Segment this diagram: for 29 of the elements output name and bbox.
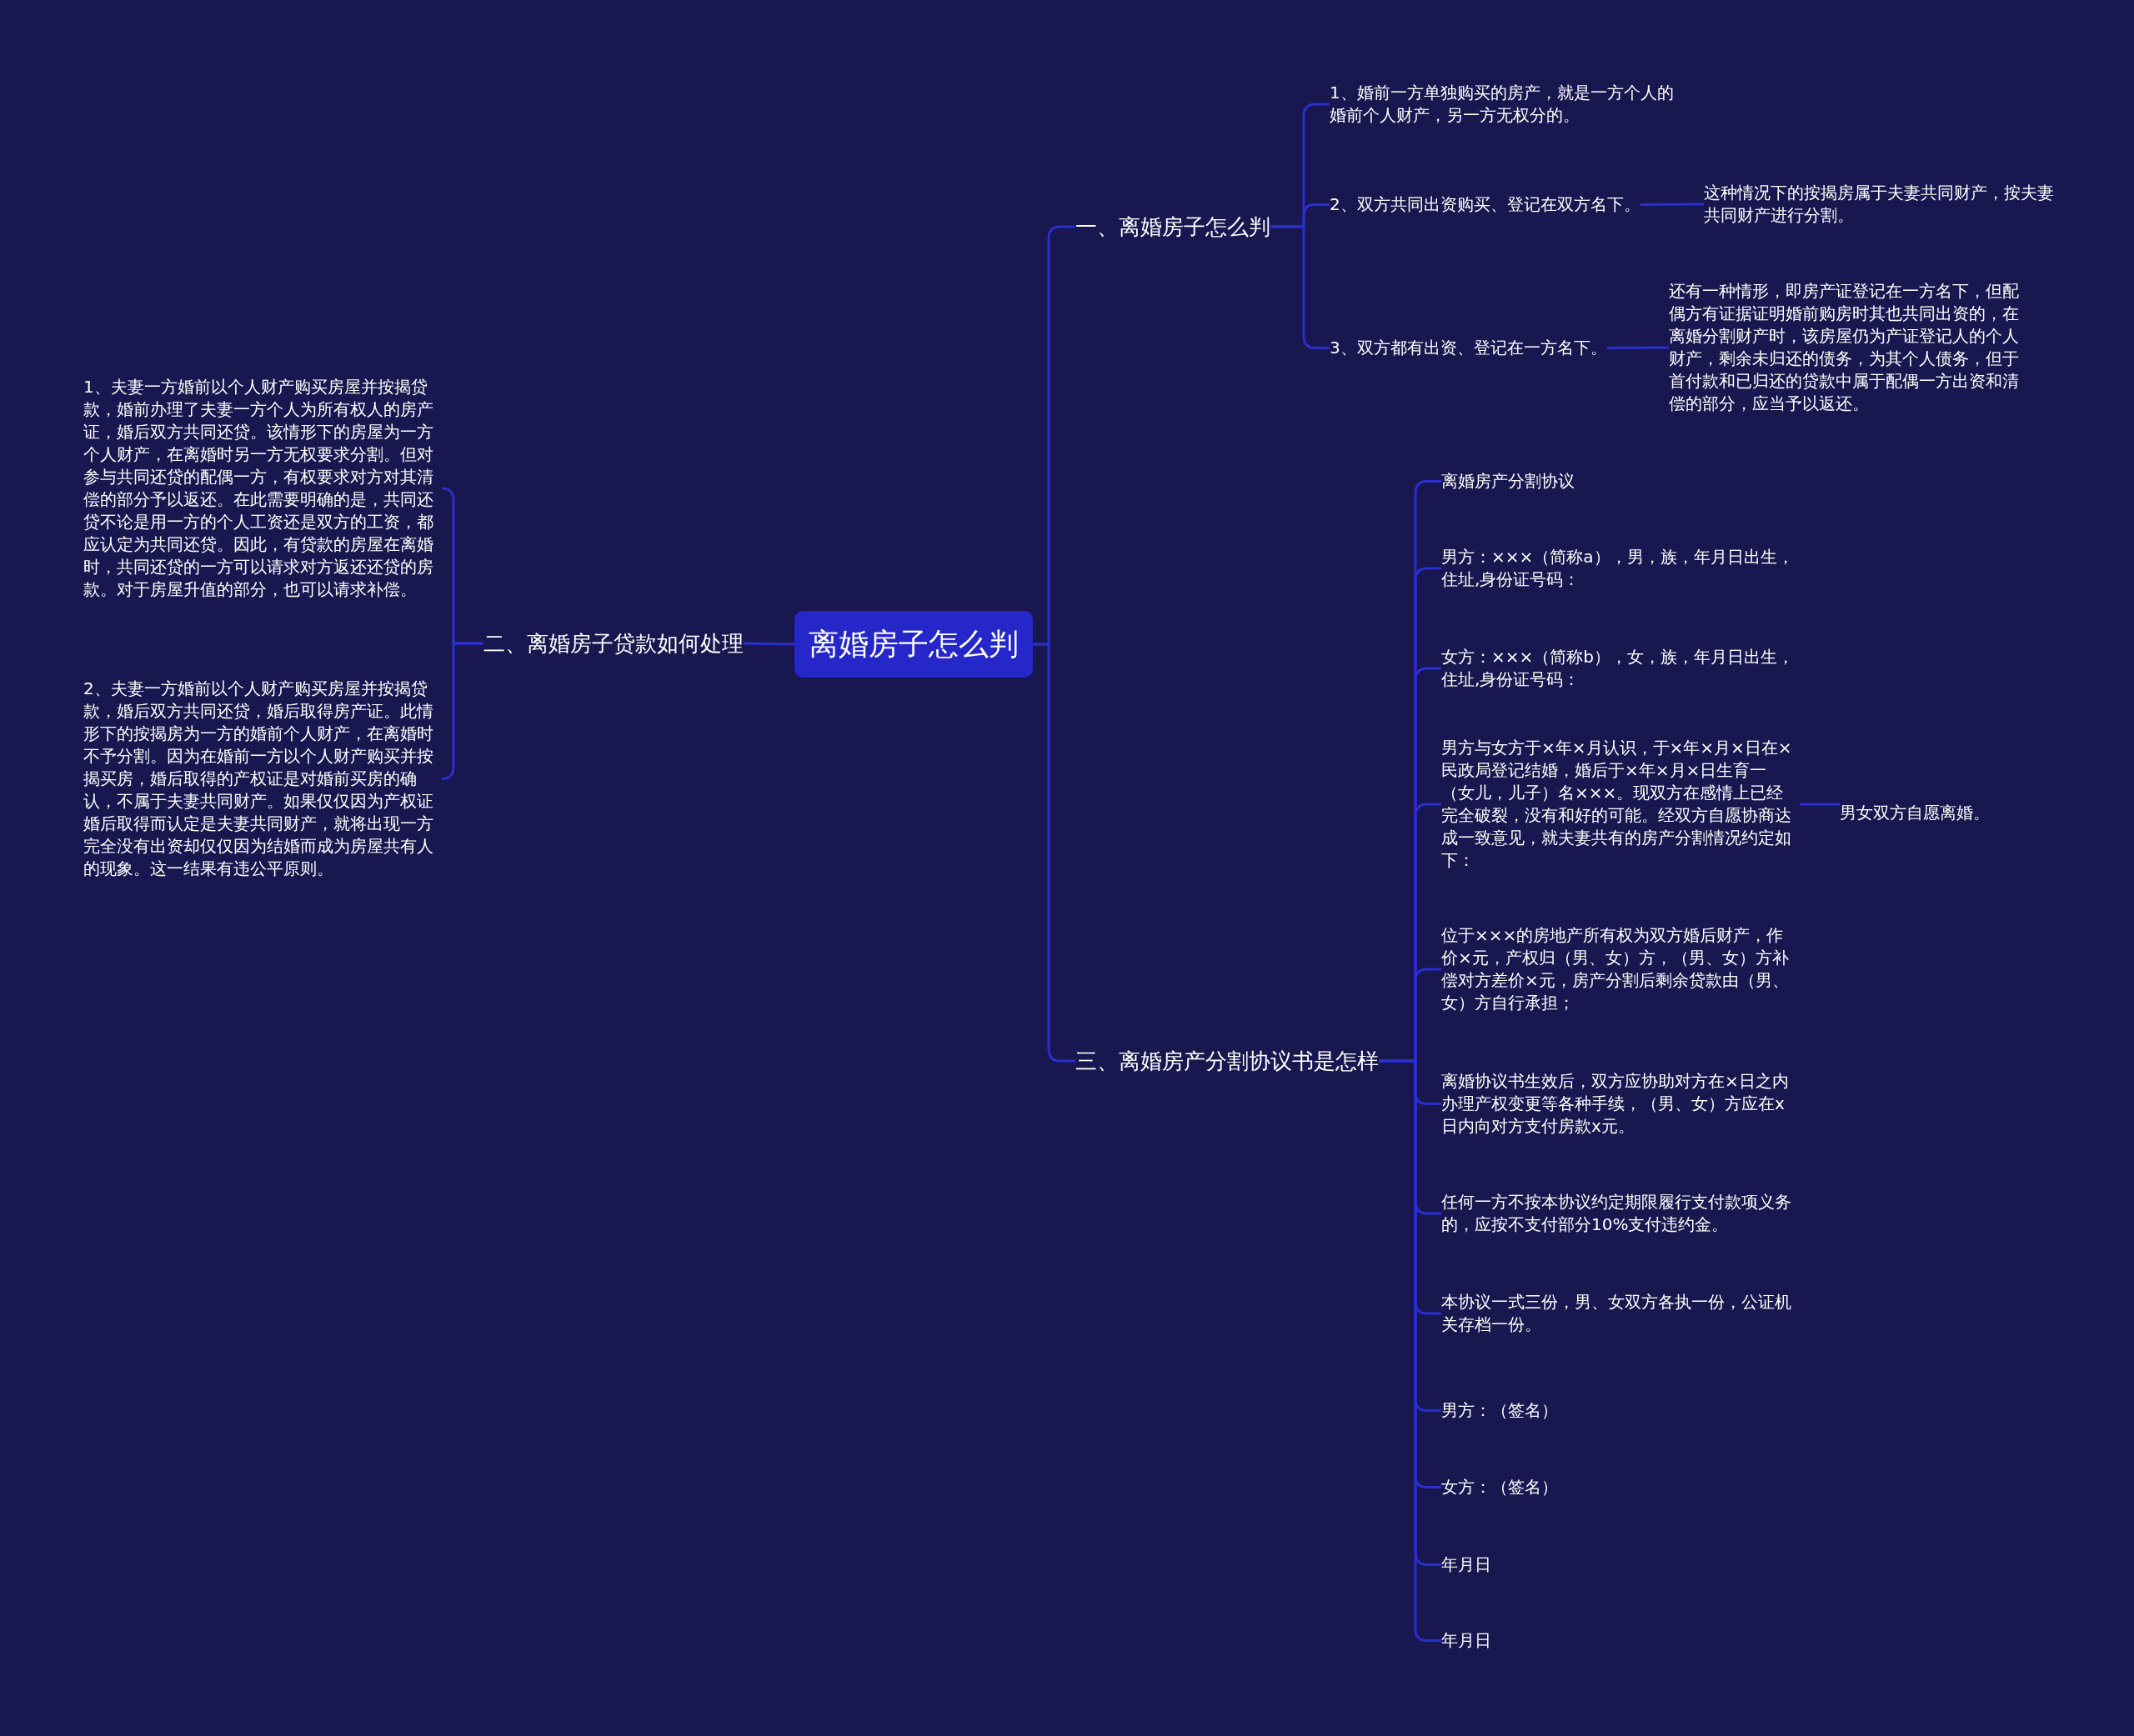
note-text: 位于×××的房地产所有权为双方婚后财产，作价×元，产权归（男、女）方，（男、女）方补偿对方差价×元，房产分割后剩余贷款由（男、女）方自行承担； xyxy=(1441,924,1800,1014)
note-text: 离婚房产分割协议 xyxy=(1441,470,1575,493)
note-text: 年月日 xyxy=(1441,1629,1491,1652)
note-text: 年月日 xyxy=(1441,1553,1491,1576)
connector-line xyxy=(440,642,483,780)
branch-heading: 一、离婚房子怎么判 xyxy=(1075,213,1270,241)
note-text: 男女双方自愿离婚。 xyxy=(1840,802,1990,824)
note-text: 2、双方共同出资购买、登记在双方名下。 xyxy=(1330,193,1641,216)
note-text: 2、夫妻一方婚前以个人财产购买房屋并按揭贷款，婚后双方共同还贷，婚后取得房产证。此情形下的按揭房为一方的婚前个人财产，在离婚时不予分割。因为在婚前一方以个人财产购买并按揭买房，婚后取得的产权证是对婚前买房的确认，不属于夫妻共同财产。如果仅仅因为产权证婚后取得而认定是夫妻共同财产，就将出现一方完全没有出资却仅仅因为结婚而成为房屋共有人的现象。这一结果有违公平原则。 xyxy=(83,678,442,880)
note-text: 任何一方不按本协议约定期限履行支付款项义务的，应按不支付部分10%支付违约金。 xyxy=(1441,1191,1800,1236)
note-text: 1、夫妻一方婚前以个人财产购买房屋并按揭贷款，婚前办理了夫妻一方个人为所有权人的房产证，婚后双方共同还贷。该情形下的房屋为一方个人财产，在离婚时另一方无权要求分割。但对参与共同还贷的配偶一方，有权要求对方对其清偿的部分予以返还。在此需要明确的是，共同还贷不论是用一方的个人工资还是双方的工资，都应认定为共同还贷。因此，有贷款的房屋在离婚时，共同还贷的一方可以请求对方返还还贷的房款。对于房屋升值的部分，也可以请求补偿。 xyxy=(83,376,442,601)
connector-line xyxy=(1640,203,1704,206)
note-text: 本协议一式三份，男、女双方各执一份，公证机关存档一份。 xyxy=(1441,1291,1800,1336)
branch-heading: 二、离婚房子贷款如何处理 xyxy=(483,629,744,658)
note-text: 离婚协议书生效后，双方应协助对方在×日之内办理产权变更等各种手续，（男、女）方应在x日内向对方支付房款x元。 xyxy=(1441,1070,1800,1138)
topic-box: 离婚房子怎么判 xyxy=(794,611,1033,678)
branch-heading: 三、离婚房产分割协议书是怎样 xyxy=(1075,1047,1379,1075)
note-text: 这种情况下的按揭房属于夫妻共同财产，按夫妻共同财产进行分割。 xyxy=(1704,182,2062,227)
connector-line xyxy=(1800,803,1841,806)
note-text: 还有一种情形，即房产证登记在一方名下，但配偶方有证据证明婚前购房时其也共同出资的，在离婚分割财产时，该房屋仍为产证登记人的个人财产，剩余未归还的债务，为其个人债务，但于首付款和已归还的贷款中属于配偶一方出资和清偿的部分，应当予以返还。 xyxy=(1669,280,2027,415)
note-text: 男方：×××（简称a），男，族，年月日出生，住址,身份证号码： xyxy=(1441,546,1800,591)
note-text: 男方与女方于×年×月认识，于×年×月×日在×民政局登记结婚，婚后于×年×月×日生育一（女儿，儿子）名×××。现双方在感情上已经完全破裂，没有和好的可能。经双方自愿协商达成一致意见，就夫妻共有的房产分割情况约定如下： xyxy=(1441,737,1800,872)
note-text: 1、婚前一方单独购买的房产，就是一方个人的婚前个人财产，另一方无权分的。 xyxy=(1330,82,1688,127)
note-text: 3、双方都有出资、登记在一方名下。 xyxy=(1330,337,1607,359)
note-text: 女方：（签名） xyxy=(1441,1476,1558,1498)
connector-line xyxy=(743,642,795,646)
note-text: 女方：×××（简称b），女，族，年月日出生，住址,身份证号码： xyxy=(1441,646,1800,691)
note-text: 男方：（签名） xyxy=(1441,1399,1558,1422)
connector-line xyxy=(1606,346,1669,349)
